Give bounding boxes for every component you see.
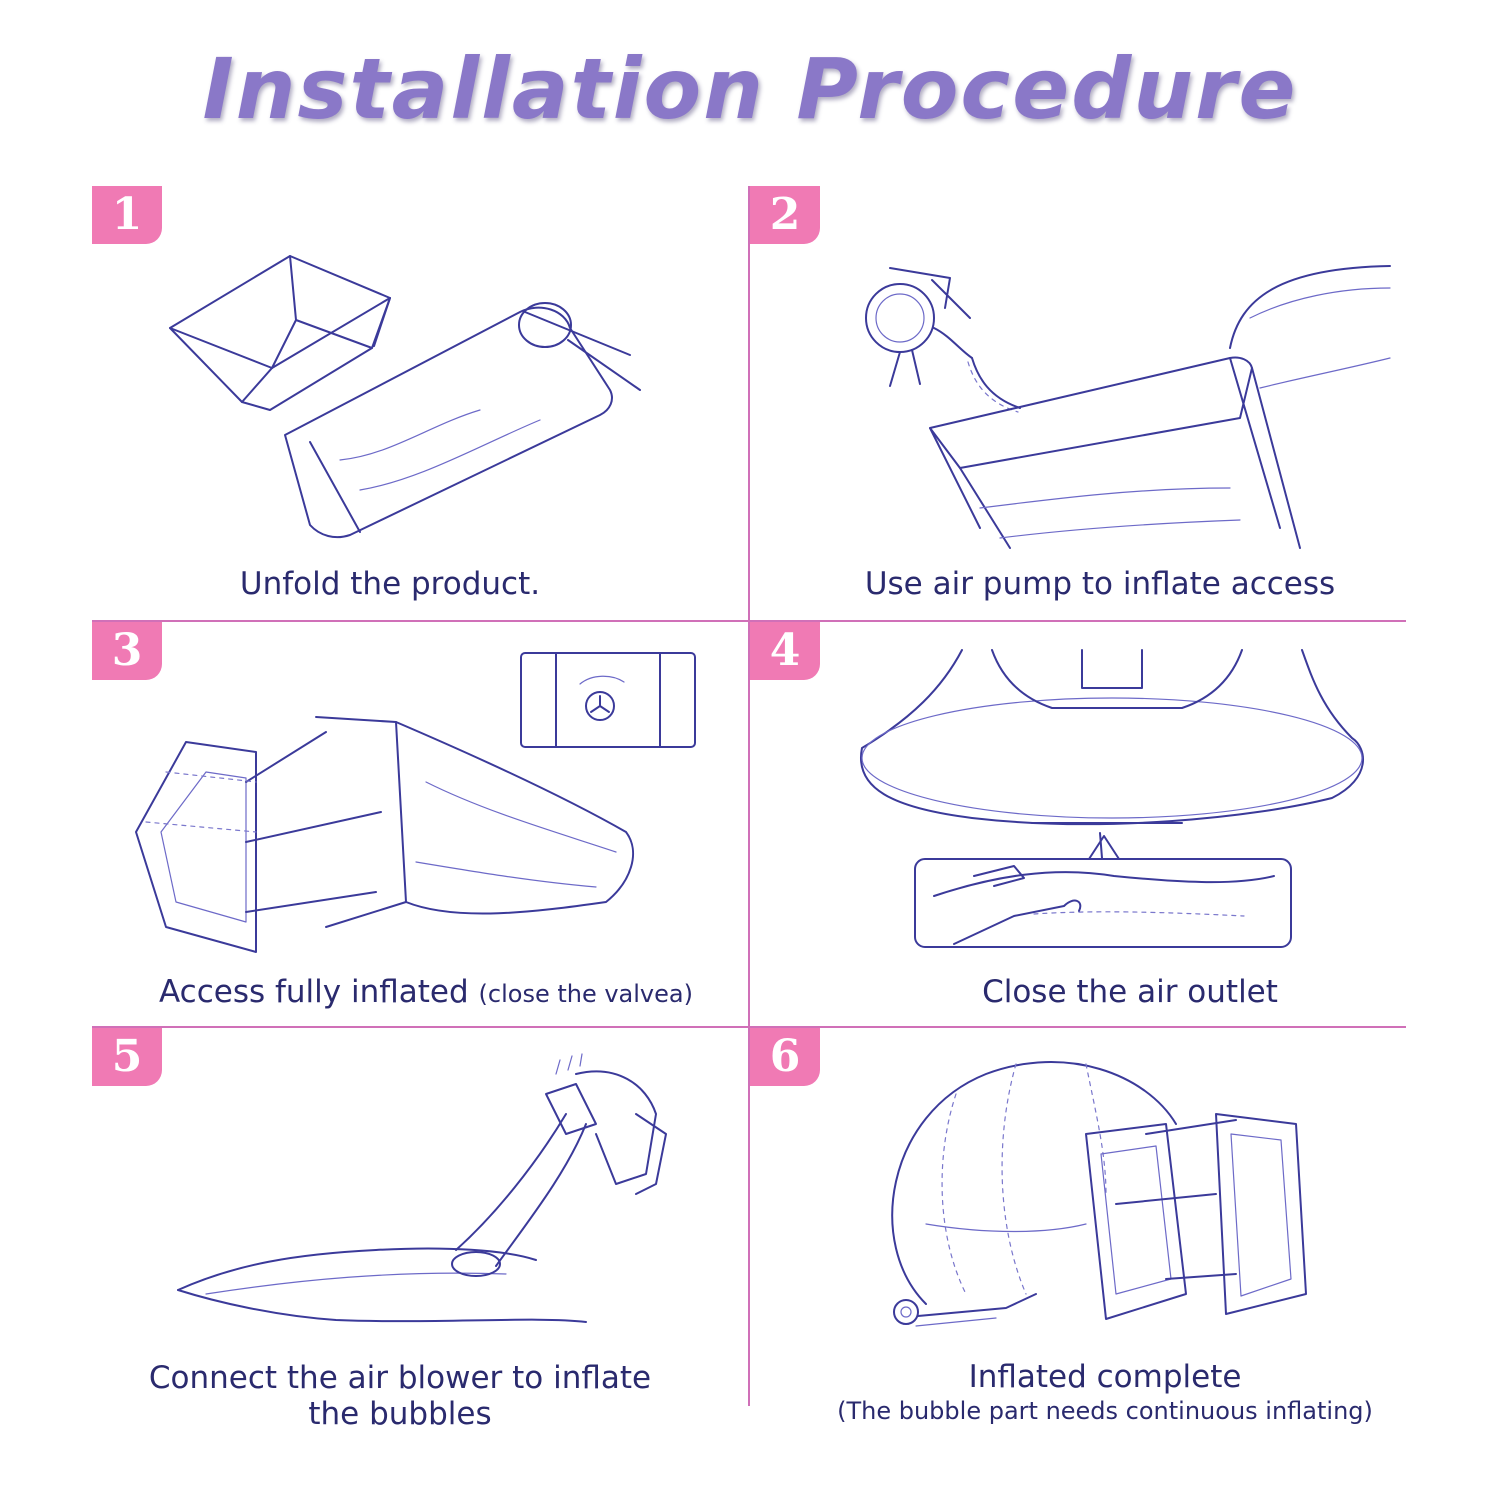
- row-divider-2: [92, 1026, 1406, 1028]
- step-6-caption-note: (The bubble part needs continuous inflat…: [800, 1394, 1410, 1428]
- step-3-badge: 3: [92, 622, 162, 680]
- step-2-caption: Use air pump to inflate access: [800, 566, 1400, 602]
- step-5-caption-line-1: Connect the air blower to inflate: [100, 1360, 700, 1396]
- step-6-caption-main: Inflated complete: [800, 1360, 1410, 1394]
- step-4-caption: Close the air outlet: [860, 974, 1400, 1010]
- step-3-caption: Access fully inflated (close the valvea): [96, 974, 756, 1010]
- step-3-caption-main: Access fully inflated: [159, 974, 469, 1010]
- step-5-caption-line-2: the bubbles: [100, 1396, 700, 1432]
- step-6-badge: 6: [750, 1028, 820, 1086]
- step-1-caption: Unfold the product.: [140, 566, 640, 602]
- air-outlet-illustration: [852, 648, 1372, 848]
- air-pump-illustration: [860, 258, 1390, 558]
- step-6-caption: Inflated complete (The bubble part needs…: [800, 1360, 1410, 1428]
- row-divider-1: [92, 620, 1406, 622]
- close-outlet-inset-illustration: [914, 856, 1292, 948]
- unfold-product-illustration: [160, 250, 660, 550]
- step-2-badge: 2: [750, 186, 820, 244]
- step-4-badge: 4: [750, 622, 820, 680]
- step-5-caption: Connect the air blower to inflate the bu…: [100, 1360, 700, 1432]
- page-title: Installation Procedure: [0, 40, 1500, 138]
- inflated-access-illustration: [136, 712, 646, 962]
- step-1-badge: 1: [92, 186, 162, 244]
- step-3-caption-note: (close the valvea): [479, 980, 693, 1008]
- inflated-complete-illustration: [886, 1054, 1316, 1344]
- step-5-badge: 5: [92, 1028, 162, 1086]
- vertical-divider: [748, 186, 750, 1406]
- air-blower-illustration: [176, 1054, 676, 1324]
